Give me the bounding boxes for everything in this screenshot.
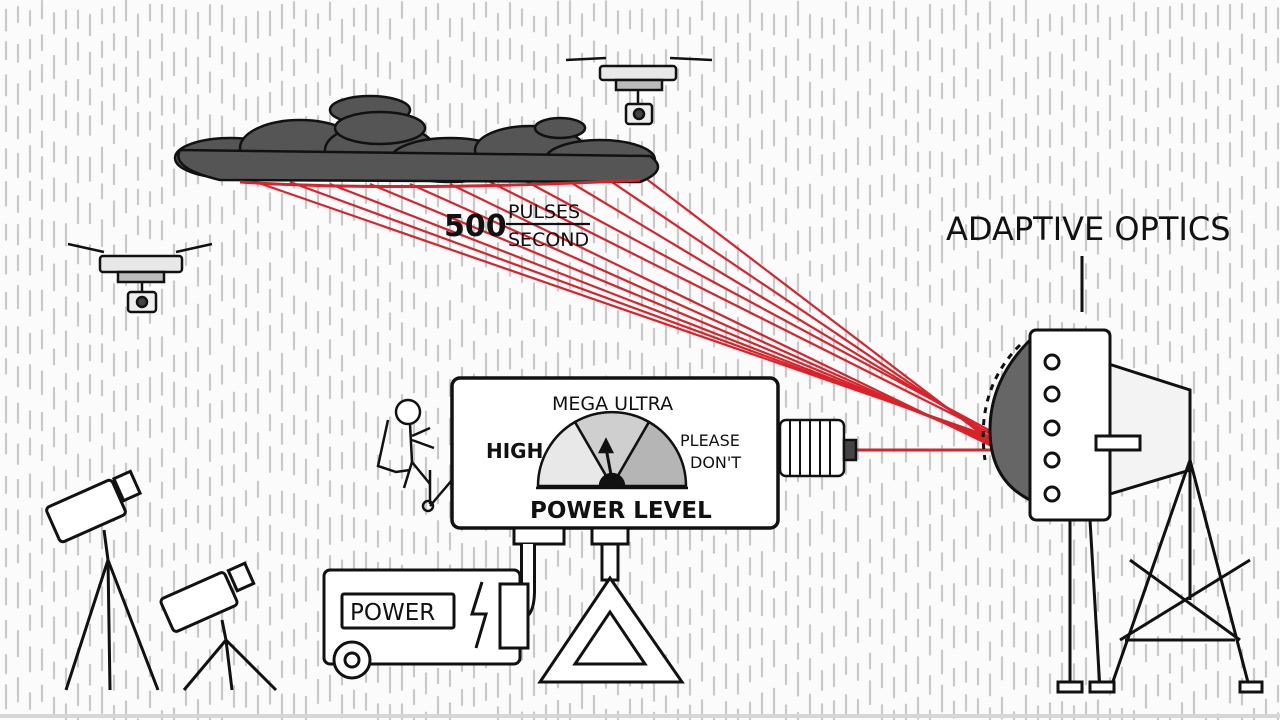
rate-top: PULSES bbox=[508, 201, 580, 223]
rate-bottom: SECOND bbox=[508, 229, 589, 251]
console-stand bbox=[537, 526, 685, 684]
gauge-level-dont: DON'T bbox=[690, 453, 741, 472]
gauge-level-high: HIGH bbox=[486, 439, 543, 463]
laser-emitter bbox=[778, 418, 858, 478]
camera-tripod-right bbox=[159, 561, 278, 692]
drone-left bbox=[67, 242, 213, 314]
storm-cloud bbox=[173, 94, 660, 189]
gauge-level-please: PLEASE bbox=[680, 431, 740, 450]
drone-top-right bbox=[565, 56, 713, 126]
laser-beams bbox=[249, 173, 1001, 452]
rate-number: 500 bbox=[444, 209, 507, 244]
gauge-level-mega: MEGA ULTRA bbox=[552, 393, 673, 415]
power-gauge bbox=[536, 410, 688, 490]
camera-tripod-left bbox=[45, 469, 160, 691]
pulse-rate-label: 500 PULSES SECOND bbox=[444, 201, 590, 251]
stick-figure-operator bbox=[376, 398, 453, 513]
gauge-caption: POWER LEVEL bbox=[530, 498, 712, 524]
adaptive-optics-label: ADAPTIVE OPTICS bbox=[946, 210, 1231, 248]
adaptive-optics-callout: ADAPTIVE OPTICS bbox=[946, 210, 1231, 312]
generator-label: POWER bbox=[350, 600, 435, 626]
generator bbox=[322, 568, 530, 680]
telescope bbox=[981, 328, 1264, 694]
